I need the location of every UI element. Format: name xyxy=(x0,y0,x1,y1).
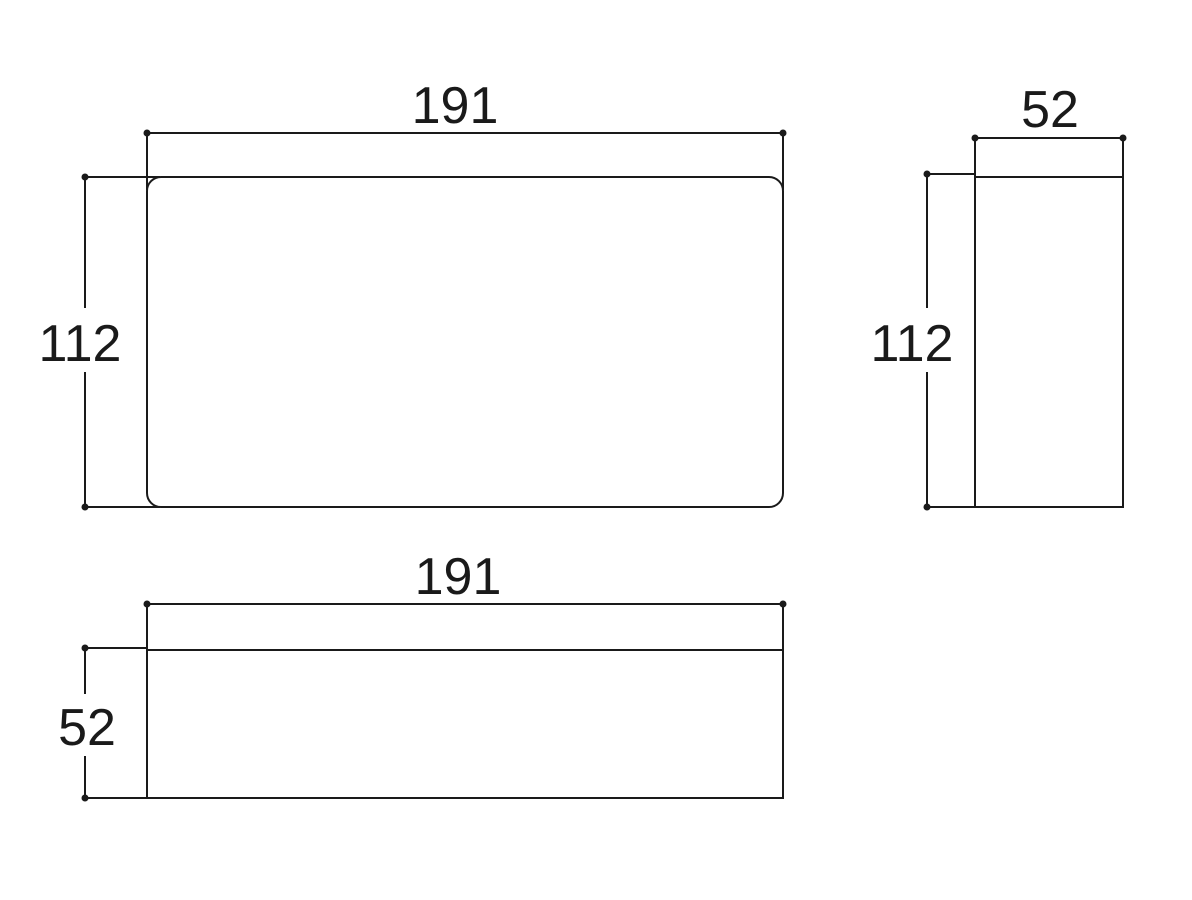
front-width-label: 191 xyxy=(412,77,499,135)
side-height-label: 112 xyxy=(871,315,954,373)
top-depth-endpoint-bottom xyxy=(81,794,89,802)
side-height-endpoint-bottom xyxy=(923,503,931,511)
front-width-endpoint-left xyxy=(143,129,151,137)
top-width-endpoint-right xyxy=(779,600,787,608)
side-depth-label: 52 xyxy=(1021,81,1079,139)
top-view: 191 52 xyxy=(58,548,787,802)
side-depth-dimension: 52 xyxy=(971,81,1127,177)
front-height-endpoint-bottom xyxy=(81,503,89,511)
side-view-outline xyxy=(974,176,1124,508)
front-height-endpoint-top xyxy=(81,173,89,181)
front-height-dimension: 112 xyxy=(39,173,160,511)
side-view: 52 112 xyxy=(871,81,1127,511)
front-height-label: 112 xyxy=(39,315,122,373)
top-depth-label: 52 xyxy=(58,699,116,757)
front-width-endpoint-right xyxy=(779,129,787,137)
side-height-endpoint-top xyxy=(923,170,931,178)
top-width-dimension: 191 xyxy=(143,548,787,650)
side-height-dimension: 112 xyxy=(871,170,975,511)
top-width-label: 191 xyxy=(415,548,502,606)
front-width-dimension: 191 xyxy=(143,77,787,190)
top-depth-dimension: 52 xyxy=(58,644,147,802)
front-view-outline xyxy=(146,176,784,508)
front-view: 191 112 xyxy=(39,77,787,511)
side-depth-endpoint-right xyxy=(1119,134,1127,142)
top-depth-endpoint-top xyxy=(81,644,89,652)
top-width-endpoint-left xyxy=(143,600,151,608)
side-depth-endpoint-left xyxy=(971,134,979,142)
top-view-outline xyxy=(146,649,784,799)
